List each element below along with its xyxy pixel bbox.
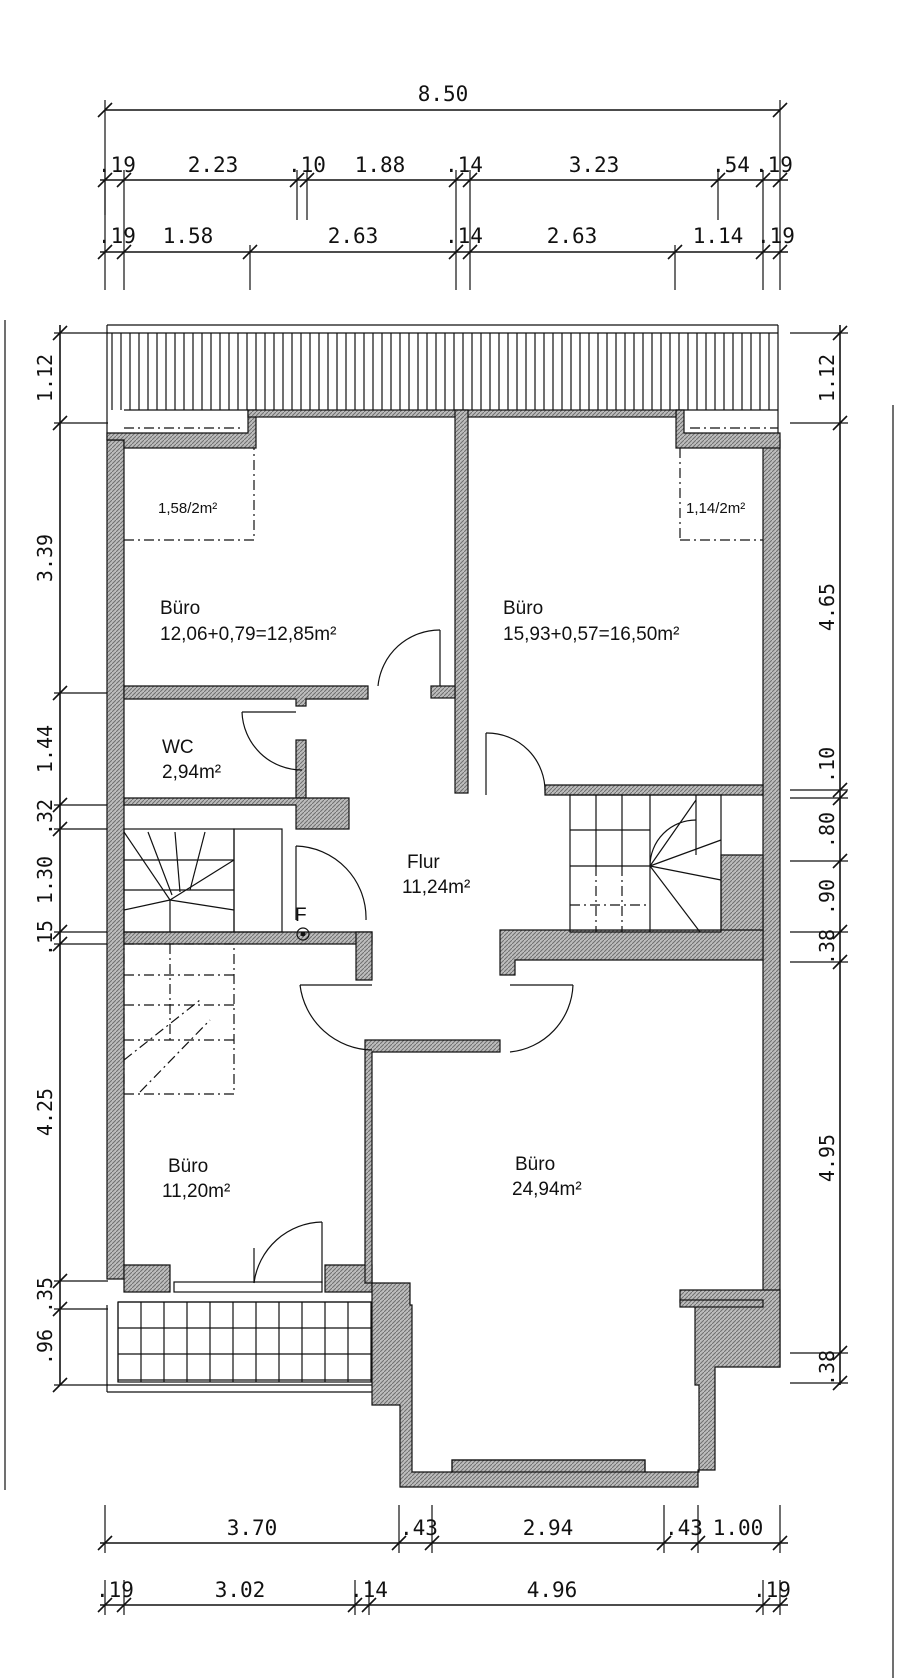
- bottom-balcony-railing: [106, 1301, 395, 1393]
- dim-top1-6: .54: [712, 153, 750, 177]
- doors: [173, 629, 574, 1293]
- dim-right-5: .38: [815, 929, 839, 965]
- dim-bottom1-1: .43: [400, 1516, 438, 1540]
- room-office-bottom-right-area: 24,94m²: [512, 1179, 582, 1200]
- bottom-dimension-row-1: 3.70 .43 2.94 .43 1.00: [97, 1505, 788, 1553]
- room-office-bottom-left: Büro 11,20m²: [162, 1156, 230, 1202]
- left-dimension-chain: 1.12 3.39 1.44 .32 1.30 .15 4.25 .35 .96: [4, 320, 108, 1490]
- room-wc: WC 2,94m²: [162, 737, 221, 783]
- bay-window-glass: [451, 1459, 646, 1473]
- dim-top-overall: 8.50: [418, 82, 469, 106]
- room-office-top-right-sub: 1,14/2m²: [686, 500, 745, 517]
- room-office-top-left-name: Büro: [160, 598, 200, 619]
- dim-right-3: .80: [815, 812, 839, 848]
- dim-bottom1-0: 3.70: [227, 1516, 278, 1540]
- dim-bottom2-2: .14: [350, 1578, 388, 1602]
- dim-right-6: 4.95: [815, 1134, 839, 1182]
- dim-right-2: .10: [815, 747, 839, 783]
- dim-right-7: .38: [815, 1350, 839, 1386]
- dim-left-6: 4.25: [33, 1088, 57, 1136]
- room-hallway-area: 11,24m²: [402, 877, 470, 898]
- dim-bottom2-4: .19: [753, 1578, 791, 1602]
- room-office-top-left-area: 12,06+0,79=12,85m²: [160, 624, 336, 645]
- dim-top2-1: 1.58: [163, 224, 214, 248]
- room-office-top-left-sub: 1,58/2m²: [158, 500, 217, 517]
- dim-right-4: .90: [815, 879, 839, 915]
- dim-bottom2-0: .19: [96, 1578, 134, 1602]
- room-wc-area: 2,94m²: [162, 762, 221, 783]
- dim-top1-7: .19: [755, 153, 793, 177]
- dim-top2-6: .19: [757, 224, 795, 248]
- dim-top1-2: .10: [288, 153, 326, 177]
- dim-top1-4: .14: [445, 153, 483, 177]
- dim-bottom1-2: 2.94: [523, 1516, 574, 1540]
- dim-bottom1-4: 1.00: [713, 1516, 764, 1540]
- dim-bottom2-1: 3.02: [215, 1578, 266, 1602]
- top-dimension-row-2: .19 1.58 2.63 .14 2.63 1.14 .19: [97, 224, 795, 290]
- room-office-top-left: 1,58/2m² Büro 12,06+0,79=12,85m²: [158, 500, 336, 645]
- dim-top2-2: 2.63: [328, 224, 379, 248]
- bottom-dimension-row-2: .19 3.02 .14 4.96 .19: [96, 1578, 791, 1615]
- dim-left-2: 1.44: [33, 725, 57, 773]
- top-dimension-row-1: .19 2.23 .10 1.88 .14 3.23 .54 .19: [97, 153, 793, 290]
- roof-slope-zones: [124, 427, 778, 541]
- room-office-top-right-area: 15,93+0,57=16,50m²: [503, 624, 679, 645]
- top-dimension-overall: 8.50: [97, 82, 788, 290]
- top-balcony-railing: [106, 324, 779, 440]
- room-office-top-right-name: Büro: [503, 598, 543, 619]
- dim-top2-0: .19: [98, 224, 136, 248]
- dim-top1-1: 2.23: [188, 153, 239, 177]
- walls: [106, 409, 781, 1488]
- dim-bottom2-3: 4.96: [527, 1578, 578, 1602]
- room-office-bottom-right: Büro 24,94m²: [512, 1154, 582, 1200]
- dim-left-0: 1.12: [33, 354, 57, 402]
- room-office-bottom-right-name: Büro: [515, 1154, 555, 1175]
- dim-left-7: .35: [33, 1277, 57, 1313]
- dim-right-0: 1.12: [815, 354, 839, 402]
- dim-top1-5: 3.23: [569, 153, 620, 177]
- flue-label: F: [295, 905, 307, 926]
- dim-left-8: .96: [33, 1329, 57, 1365]
- dim-top1-0: .19: [98, 153, 136, 177]
- flue-symbol: F: [295, 905, 310, 941]
- dim-left-3: .32: [33, 799, 57, 835]
- right-dimension-chain: 1.12 4.65 .10 .80 .90 .38 4.95 .38: [790, 325, 894, 1678]
- room-office-bottom-left-area: 11,20m²: [162, 1181, 230, 1202]
- room-office-bottom-left-name: Büro: [168, 1156, 208, 1177]
- dim-bottom1-3: .43: [665, 1516, 703, 1540]
- room-hallway-name: Flur: [407, 852, 440, 873]
- dim-top1-3: 1.88: [355, 153, 406, 177]
- stairs-left-lower: [123, 943, 235, 1095]
- dim-top2-4: 2.63: [547, 224, 598, 248]
- stairs-right: [569, 794, 722, 933]
- room-office-top-right: 1,14/2m² Büro 15,93+0,57=16,50m²: [503, 500, 745, 645]
- dim-top2-3: .14: [445, 224, 483, 248]
- dim-left-4: 1.30: [33, 856, 57, 904]
- dim-right-1: 4.65: [815, 583, 839, 631]
- dim-top2-5: 1.14: [693, 224, 744, 248]
- dim-left-1: 3.39: [33, 534, 57, 582]
- room-wc-name: WC: [162, 737, 194, 758]
- dim-left-5: .15: [33, 920, 57, 956]
- room-hallway: Flur 11,24m²: [402, 852, 470, 898]
- stairs-left-upper: [123, 828, 283, 933]
